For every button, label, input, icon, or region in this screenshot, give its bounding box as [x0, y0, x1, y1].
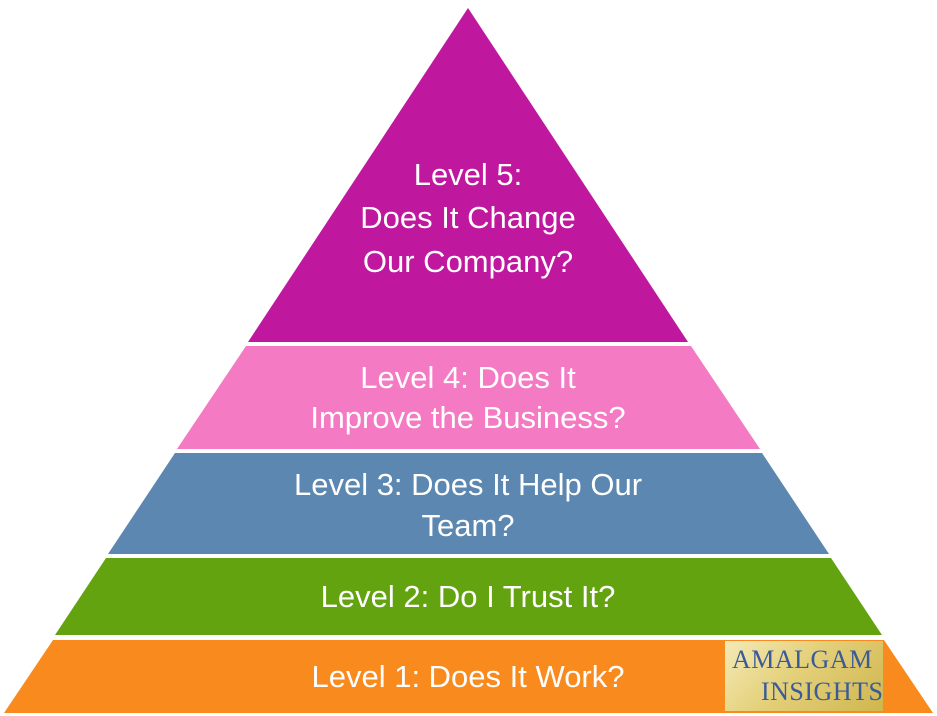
level-3-label-line-1: Level 3: Does It Help Our [294, 467, 642, 502]
level-4-tier: Level 4: Does It Improve the Business? [177, 346, 760, 449]
level-3-label-line-2: Team? [421, 508, 514, 543]
amalgam-insights-logo: AMALGAM INSIGHTS [725, 641, 883, 711]
level-5-tier: Level 5: Does It Change Our Company? [248, 8, 688, 342]
level-4-label-line-2: Improve the Business? [310, 400, 625, 435]
level-2-tier: Level 2: Do I Trust It? [55, 558, 882, 635]
level-2-shape [55, 558, 882, 635]
logo-line-2: INSIGHTS [761, 677, 884, 706]
level-1-tier: Level 1: Does It Work? [4, 640, 933, 713]
logo-line-1: AMALGAM [732, 645, 873, 674]
level-1-shape [4, 640, 933, 713]
level-5-label-line-2: Does It Change [360, 200, 575, 235]
level-5-shape [248, 8, 688, 342]
level-3-shape [108, 453, 829, 554]
level-5-label-line-3: Our Company? [363, 244, 573, 279]
level-1-label-line-1: Level 1: Does It Work? [311, 659, 624, 694]
level-5-label-line-1: Level 5: [414, 157, 523, 192]
level-4-shape [177, 346, 760, 449]
level-2-label-line-1: Level 2: Do I Trust It? [321, 579, 616, 614]
level-4-label-line-1: Level 4: Does It [360, 360, 576, 395]
level-3-tier: Level 3: Does It Help Our Team? [108, 453, 829, 554]
